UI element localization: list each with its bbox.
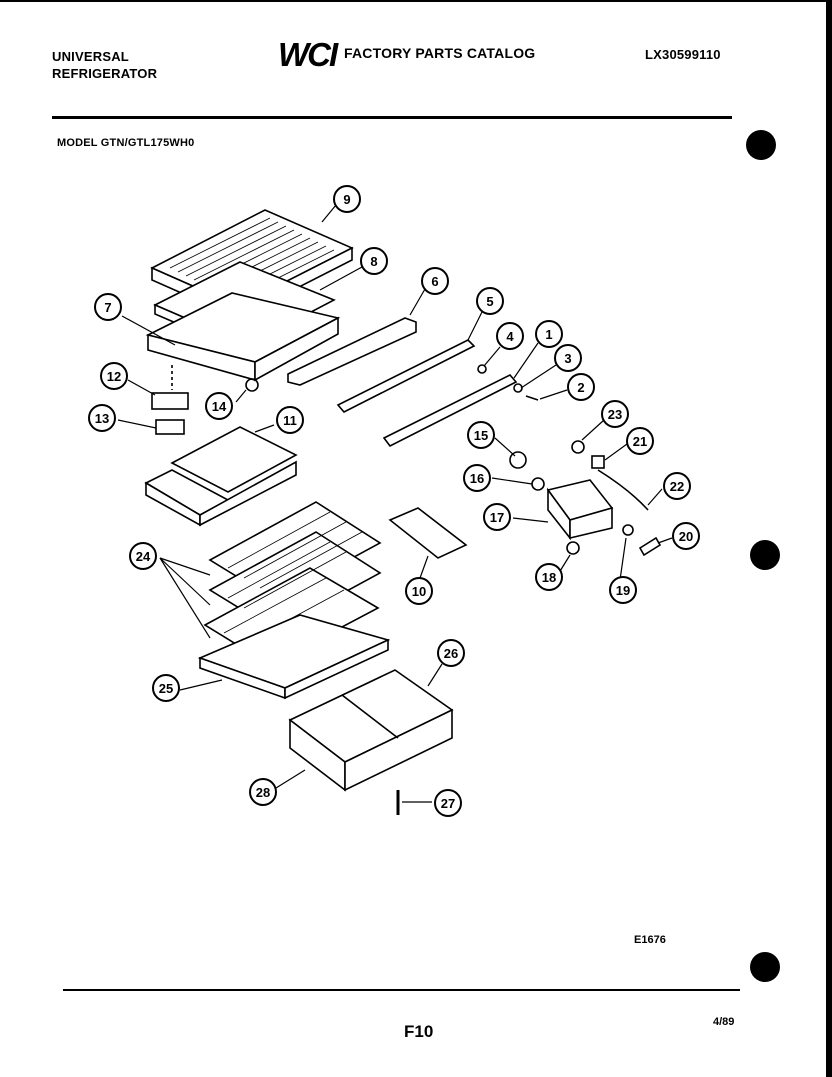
callout-18 bbox=[535, 563, 563, 591]
svg-text:15: 15 bbox=[474, 428, 488, 443]
callout-17 bbox=[483, 503, 511, 531]
svg-text:2: 2 bbox=[577, 380, 584, 395]
part-2-screw bbox=[525, 395, 539, 401]
svg-text:22: 22 bbox=[670, 479, 684, 494]
callout-10 bbox=[405, 577, 433, 605]
wci-logo: WCI bbox=[278, 36, 338, 73]
model-number: MODEL GTN/GTL175WH0 bbox=[57, 137, 195, 149]
part-12-housing bbox=[151, 392, 189, 410]
callout-16 bbox=[463, 464, 491, 492]
svg-text:1: 1 bbox=[545, 327, 552, 342]
svg-text:10: 10 bbox=[412, 584, 426, 599]
svg-text:11: 11 bbox=[283, 413, 297, 428]
svg-text:9: 9 bbox=[343, 192, 350, 207]
part-3-clip bbox=[513, 383, 523, 393]
svg-text:4: 4 bbox=[506, 329, 514, 344]
callout-21 bbox=[626, 427, 654, 455]
svg-text:27: 27 bbox=[441, 796, 455, 811]
svg-text:7: 7 bbox=[104, 300, 111, 315]
part-22-wire bbox=[597, 469, 649, 511]
callout-9 bbox=[333, 185, 361, 213]
svg-text:13: 13 bbox=[95, 411, 109, 426]
svg-text:18: 18 bbox=[542, 570, 556, 585]
callout-19 bbox=[609, 576, 637, 604]
punch-hole-top bbox=[746, 130, 776, 160]
part-18-knob bbox=[566, 541, 580, 555]
part-25-frame bbox=[197, 614, 391, 700]
svg-text:8: 8 bbox=[370, 254, 377, 269]
svg-text:5: 5 bbox=[486, 294, 493, 309]
svg-text:23: 23 bbox=[608, 407, 622, 422]
part-13-cover bbox=[155, 419, 185, 435]
catalog-title: FACTORY PARTS CATALOG bbox=[344, 45, 536, 61]
svg-text:21: 21 bbox=[633, 434, 647, 449]
svg-text:14: 14 bbox=[212, 399, 227, 414]
callout-8 bbox=[360, 247, 388, 275]
callout-25 bbox=[152, 674, 180, 702]
callout-20 bbox=[672, 522, 700, 550]
part-16-socket bbox=[531, 477, 545, 491]
svg-text:12: 12 bbox=[107, 369, 121, 384]
callout-26 bbox=[437, 639, 465, 667]
callout-23 bbox=[601, 400, 629, 428]
part-7-pan bbox=[145, 292, 341, 382]
right-border bbox=[826, 0, 832, 1077]
callout-15 bbox=[467, 421, 495, 449]
part-15-bulb bbox=[509, 451, 527, 469]
svg-text:6: 6 bbox=[431, 274, 438, 289]
part-26-crisper bbox=[288, 669, 454, 792]
callout-27 bbox=[434, 789, 462, 817]
revision-date: 4/89 bbox=[713, 1016, 735, 1028]
svg-text:20: 20 bbox=[679, 529, 693, 544]
svg-text:26: 26 bbox=[444, 646, 458, 661]
svg-text:17: 17 bbox=[490, 510, 504, 525]
callout-14 bbox=[205, 392, 233, 420]
footer-rule bbox=[63, 989, 740, 991]
svg-text:16: 16 bbox=[470, 471, 484, 486]
callout-3 bbox=[554, 344, 582, 372]
punch-hole-middle bbox=[750, 540, 780, 570]
part-21-clip bbox=[591, 455, 605, 469]
brand-name: UNIVERSAL REFRIGERATOR bbox=[52, 49, 158, 81]
part-19-terminal bbox=[622, 524, 634, 536]
part-23-switch bbox=[571, 440, 585, 454]
callout-numbers: 9 8 7 6 5 4 1 3 2 12 13 14 11 15 16 17 1… bbox=[95, 192, 693, 811]
part-10-ice-tray bbox=[388, 507, 468, 559]
svg-text:25: 25 bbox=[159, 681, 173, 696]
header-rule bbox=[52, 116, 732, 119]
part-14-knob bbox=[245, 378, 259, 392]
callout-2 bbox=[567, 373, 595, 401]
diagram-code: E1676 bbox=[634, 934, 666, 946]
part-4-clip bbox=[477, 364, 487, 374]
page-number: F10 bbox=[404, 1022, 434, 1041]
part-20-plate bbox=[638, 536, 662, 557]
svg-text:3: 3 bbox=[564, 351, 571, 366]
callout-22 bbox=[663, 472, 691, 500]
part-5-rail bbox=[336, 339, 476, 413]
callout-1 bbox=[535, 320, 563, 348]
svg-text:19: 19 bbox=[616, 583, 630, 598]
part-6-bracket bbox=[287, 317, 417, 386]
callout-5 bbox=[476, 287, 504, 315]
callout-28 bbox=[249, 778, 277, 806]
callout-11 bbox=[276, 406, 304, 434]
svg-text:28: 28 bbox=[256, 785, 270, 800]
part-1-rail bbox=[382, 374, 518, 448]
callout-4 bbox=[496, 322, 524, 350]
callout-24 bbox=[129, 542, 157, 570]
callout-12 bbox=[100, 362, 128, 390]
callout-7 bbox=[94, 293, 122, 321]
punch-hole-bottom bbox=[750, 952, 780, 982]
callout-13 bbox=[88, 404, 116, 432]
callout-bubbles bbox=[88, 185, 700, 817]
part-11-shelf bbox=[144, 426, 298, 527]
svg-text:24: 24 bbox=[136, 549, 151, 564]
top-border bbox=[0, 0, 832, 2]
callout-6 bbox=[421, 267, 449, 295]
document-number: LX30599110 bbox=[645, 47, 721, 62]
